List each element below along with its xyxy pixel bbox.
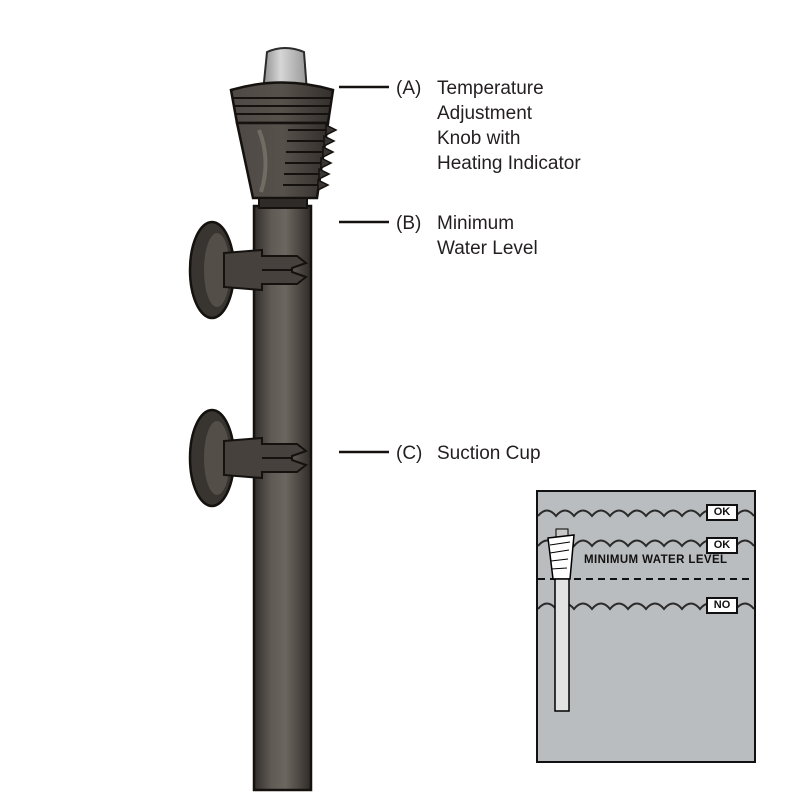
label-b-prefix: (B) <box>396 213 422 234</box>
water-level-inset: OK OK NO MINIMUM WATER LEVEL <box>536 490 756 763</box>
label-temperature-knob: (A) Temperature Adjustment Knob with Hea… <box>396 76 581 176</box>
badge-label: OK <box>713 506 731 518</box>
badge-ok-1: OK <box>706 504 738 521</box>
label-minimum-water-level: (B) Minimum Water Level <box>396 211 538 261</box>
label-line: Temperature <box>437 78 544 99</box>
suction-cup-top <box>188 220 309 320</box>
label-line: Suction Cup <box>437 443 541 464</box>
label-c-text: Suction Cup <box>437 441 541 466</box>
badge-label: OK <box>713 539 731 551</box>
heater-tube <box>252 204 313 792</box>
minimum-water-level-text: MINIMUM WATER LEVEL <box>584 554 728 566</box>
label-line: Adjustment <box>437 103 533 124</box>
suction-cup-bottom <box>188 408 309 508</box>
inset-mini-heater <box>547 528 575 712</box>
label-line: Minimum <box>437 213 515 234</box>
label-a-text: Temperature Adjustment Knob with Heating… <box>437 76 581 176</box>
badge-label: NO <box>713 599 731 611</box>
label-line: Knob with <box>437 128 521 149</box>
heating-indicator-fins <box>283 123 338 192</box>
label-suction-cup: (C) Suction Cup <box>396 441 541 466</box>
badge-ok-2: OK <box>706 537 738 554</box>
label-c-prefix: (C) <box>396 443 423 464</box>
inset-illustration <box>538 509 754 712</box>
label-b-text: Minimum Water Level <box>437 211 538 261</box>
label-line: Water Level <box>437 238 538 259</box>
label-line: Heating Indicator <box>437 153 581 174</box>
badge-no: NO <box>706 597 738 614</box>
temperature-knob <box>229 47 338 209</box>
label-a-prefix: (A) <box>396 78 422 99</box>
